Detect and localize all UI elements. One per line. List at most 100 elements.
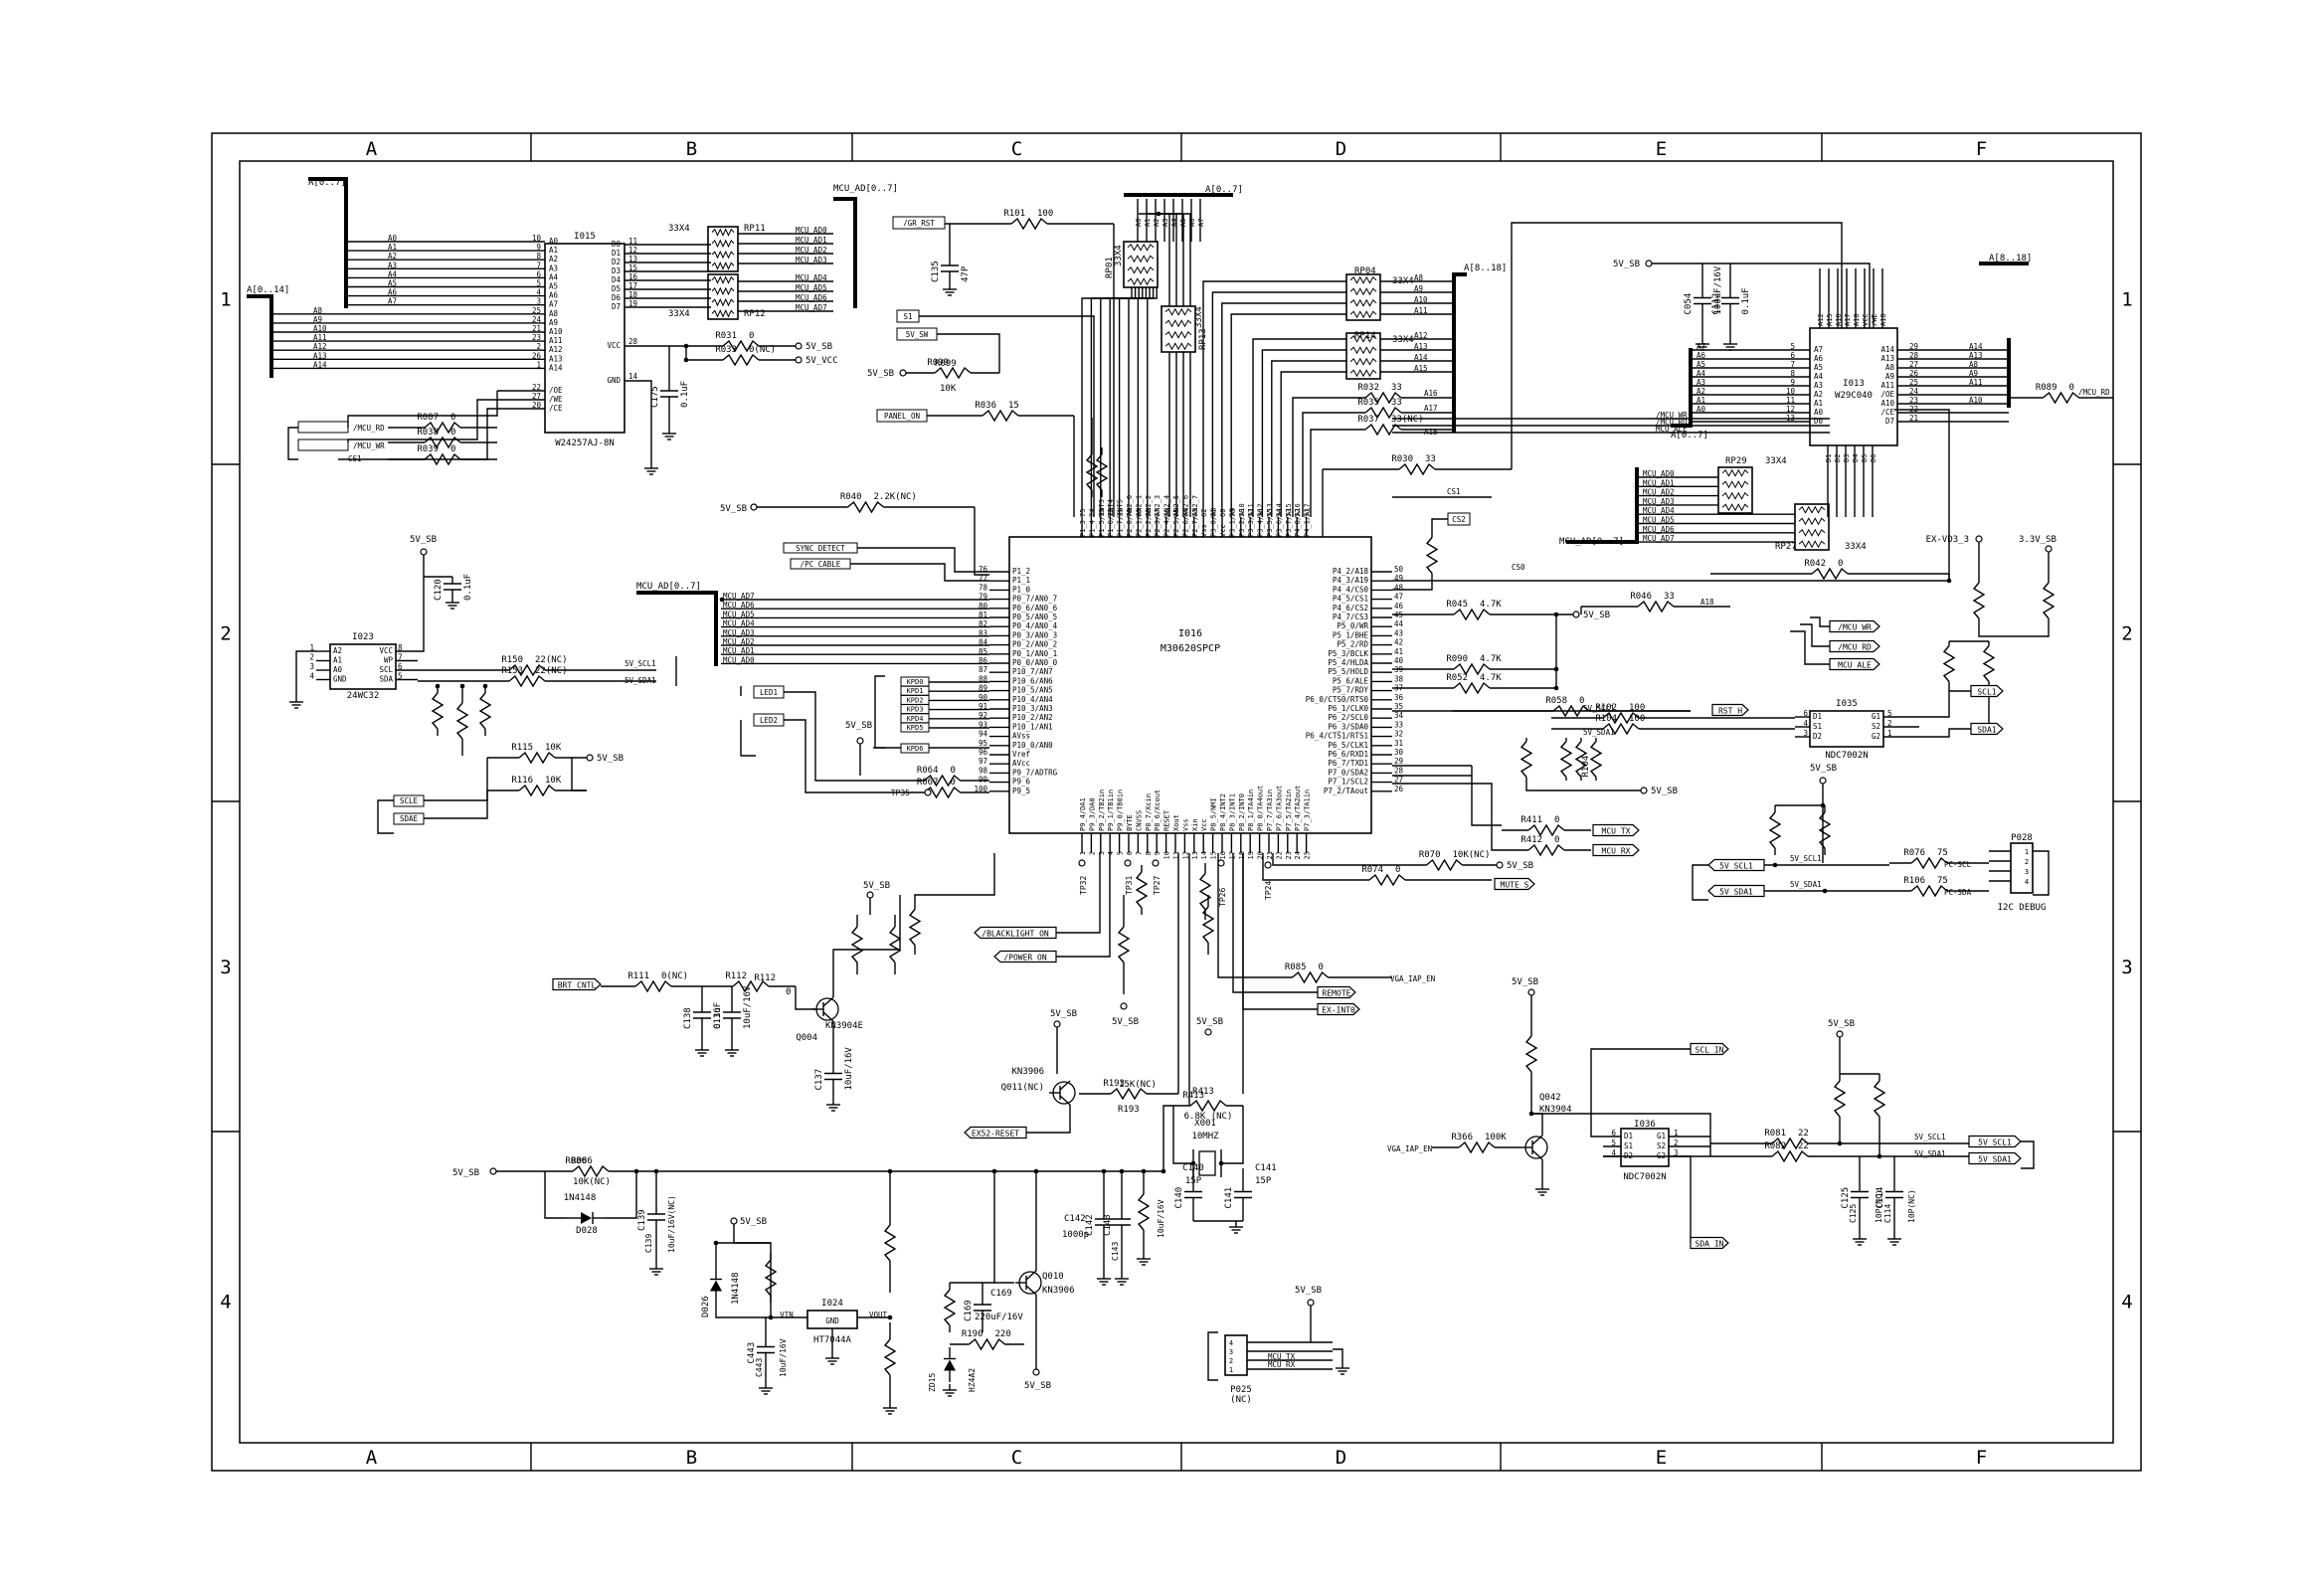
pin-number: 13 <box>1191 851 1199 859</box>
pin-number: 18 <box>1238 851 1246 859</box>
pin-number: 21 <box>1266 851 1274 859</box>
pin-number: 3 <box>536 297 541 306</box>
pin-name: Vss <box>1200 524 1208 537</box>
pin-number: 37 <box>1394 684 1403 693</box>
signal-label: MCU_AD1 <box>796 236 827 245</box>
resistor <box>478 692 492 730</box>
capacitor-value: 100uF/16V <box>1713 265 1723 314</box>
pin-number: 25 <box>532 306 541 315</box>
resistor-element <box>1127 243 1155 252</box>
net-port <box>993 950 1057 963</box>
resistor-ref: R035 <box>1357 398 1379 408</box>
net-name: /GR_RST <box>903 219 935 228</box>
pin-number: 87 <box>979 665 987 674</box>
row-marker-right: 2 <box>2121 623 2132 645</box>
chip-ref: I016 <box>1178 628 1202 639</box>
pin-name: D1 <box>612 249 621 258</box>
pin-name: A0 <box>549 237 559 246</box>
resistor-pack-rp01 <box>1123 241 1159 288</box>
wire <box>1271 360 1346 517</box>
resistor-ref: R104 <box>1595 714 1617 724</box>
resistor <box>1364 406 1402 420</box>
wire <box>424 758 488 801</box>
wire <box>993 1171 1014 1284</box>
wire <box>1652 263 1871 328</box>
pin-name: P5_7/RDY <box>1333 686 1369 695</box>
resistor-value: 0 <box>2069 383 2074 393</box>
resistor-element <box>1349 287 1377 296</box>
pin-number: 75 <box>1079 509 1087 517</box>
wire <box>1217 853 1228 978</box>
resistor-ref: R074 <box>1361 865 1383 875</box>
net-port-label: MUTE_S <box>1501 881 1529 890</box>
pin-number: 10 <box>532 234 542 243</box>
pin-number: 1 <box>1229 1366 1233 1374</box>
signal-label: MCU_AD0 <box>1643 469 1675 478</box>
pin-number: 79 <box>979 593 987 602</box>
diode-ref: D028 <box>576 1226 598 1236</box>
net-name: 5V_SB <box>867 369 894 379</box>
pin-name: D7 <box>1885 417 1894 426</box>
pin-name: A6 <box>1814 354 1824 363</box>
resistor <box>1910 884 1948 898</box>
resistor-ref: R032 <box>1357 383 1379 393</box>
resistor-value: 0 <box>1579 696 1584 706</box>
junction-dot <box>1141 1168 1147 1174</box>
wire <box>740 720 756 757</box>
signal-label: A2 <box>388 252 397 261</box>
signal-label: MCU_AD4 <box>796 273 827 282</box>
pin-number: 22 <box>1909 405 1918 414</box>
pin-number: 24 <box>1909 387 1919 396</box>
pin-name: AVcc <box>1012 759 1030 768</box>
wire <box>850 563 989 582</box>
wire <box>308 177 348 308</box>
pin-number: 95 <box>979 739 987 748</box>
resistor-value: 0 <box>450 413 455 423</box>
connector-p025 <box>1224 1334 1248 1376</box>
pin-name: A15 <box>1826 313 1834 326</box>
pin-number: 6 <box>1126 851 1134 855</box>
net-port-label: 5V_SCL1 <box>1719 862 1753 871</box>
net-port-label: BRT_CNTL <box>558 981 597 990</box>
pin-name: P4_0/A16 <box>1294 503 1302 537</box>
chip-part: W24257AJ-8N <box>555 438 615 448</box>
net-port <box>297 438 349 451</box>
junction-dot <box>1528 1111 1534 1117</box>
net-terminal <box>1527 988 1535 996</box>
resistor-value: 10K(NC) <box>573 1177 611 1187</box>
connector-p028 <box>2010 842 2034 894</box>
pin-number: 10 <box>1163 851 1171 859</box>
net-name: 5V_SDA1 <box>1914 1149 1946 1158</box>
pin-name: A9 <box>1885 372 1894 381</box>
signal-label: A3 <box>388 261 397 269</box>
pin-number: 7 <box>1135 851 1143 855</box>
pin-number: 93 <box>979 720 987 729</box>
signal-label: A0 <box>1697 405 1706 414</box>
kpd-port <box>900 722 930 733</box>
resistor <box>1426 858 1463 872</box>
wire <box>1810 616 1830 627</box>
net-port-label: EX-INT0 <box>1322 1006 1355 1015</box>
pin-name: P1_3 <box>1079 520 1087 537</box>
capacitor-value: 10uF/16V <box>844 1047 854 1091</box>
wire <box>625 380 652 462</box>
pin-name: A10 <box>549 327 563 336</box>
net-name: 5V_SB <box>1583 611 1610 620</box>
column-marker-bottom: B <box>686 1447 697 1469</box>
wire <box>1128 287 1151 517</box>
pin-name: D2 <box>612 258 621 266</box>
pin-number: 19 <box>628 299 637 308</box>
resistor-value: 10K <box>545 743 562 753</box>
pin-name: S1 <box>1624 1141 1633 1150</box>
net-name: KPD3 <box>907 706 924 714</box>
net-port <box>896 309 920 323</box>
pin-number: 19 <box>1247 851 1255 859</box>
net-terminal <box>1496 861 1504 869</box>
resistor-ref: R070 <box>1419 850 1441 860</box>
signal-label: A2 <box>1153 219 1161 227</box>
diode <box>581 1212 592 1224</box>
wire <box>247 294 273 378</box>
pin-number: 63 <box>1191 509 1199 517</box>
pin-number: 51 <box>1304 509 1312 517</box>
wire <box>715 1303 771 1318</box>
